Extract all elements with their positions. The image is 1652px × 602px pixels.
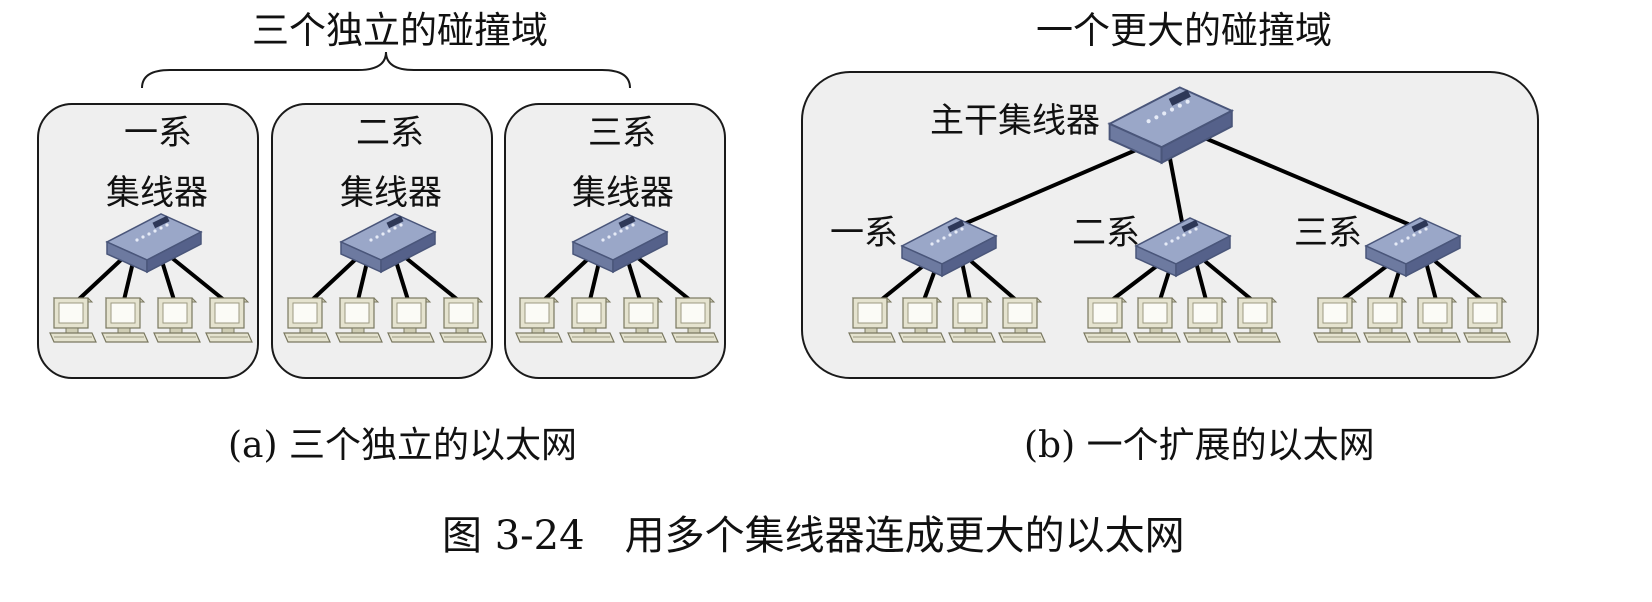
backbone-hub-label: 主干集线器	[930, 101, 1100, 141]
ext-dept-label-2: 二系	[1072, 213, 1140, 253]
dept-label-2: 二系	[356, 113, 424, 153]
caption-a: (a) 三个独立的以太网	[228, 425, 577, 466]
group-brace	[141, 51, 631, 89]
panel-a-title: 三个独立的碰撞域	[252, 9, 548, 52]
dept-label-3: 三系	[588, 113, 656, 153]
dept-label-1: 一系	[124, 113, 192, 153]
links-group-2	[310, 256, 460, 302]
links-ext-3	[1340, 260, 1484, 302]
caption-b: (b) 一个扩展的以太网	[1024, 425, 1375, 466]
figure-caption: 图 3-24 用多个集线器连成更大的以太网	[442, 513, 1185, 559]
backbone-links	[962, 134, 1410, 226]
hub-label-1: 集线器	[106, 173, 208, 213]
ext-dept-label-1: 一系	[830, 213, 898, 253]
panel-b-title: 一个更大的碰撞域	[1036, 9, 1332, 52]
hub-label-3: 集线器	[572, 173, 674, 213]
hub-label-2: 集线器	[340, 173, 442, 213]
ext-dept-label-3: 三系	[1294, 213, 1362, 253]
